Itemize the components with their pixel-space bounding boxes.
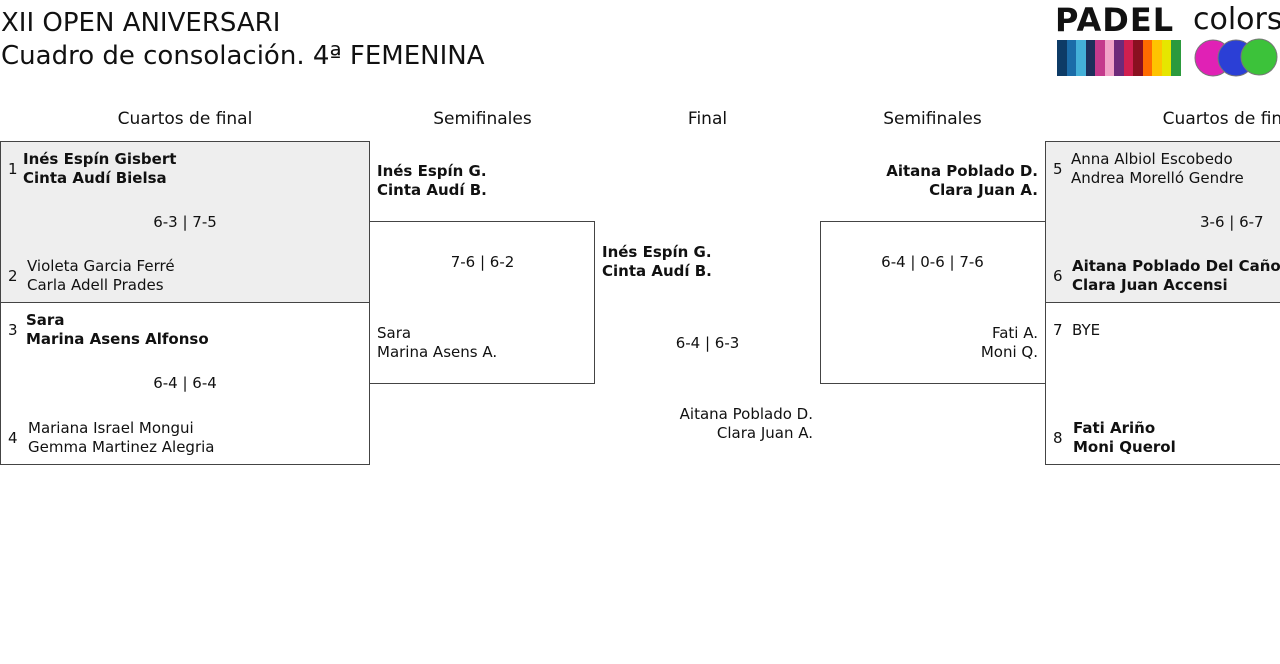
player-name: Fati A. [991, 324, 1038, 342]
match-left-qf-1: 1 Inés Espín Gisbert Cinta Audí Bielsa 6… [0, 141, 370, 303]
player-name: Mariana Israel Mongui [28, 419, 194, 437]
logo-word-colors: colors [1193, 2, 1280, 37]
match-score: 3-6 | 6-7 [1200, 213, 1264, 231]
player-name: Carla Adell Prades [27, 276, 164, 294]
player-name: Clara Juan A. [929, 181, 1038, 199]
player-name: Violeta Garcia Ferré [27, 257, 175, 275]
player-name: Gemma Martinez Alegria [28, 438, 215, 456]
seed-number: 1 [8, 160, 18, 178]
page-subtitle: Cuadro de consolación. 4ª FEMENINA [1, 41, 485, 71]
match-left-qf-2: 3 Sara Marina Asens Alfonso 6-4 | 6-4 4 … [0, 302, 370, 465]
logo-stripe [1076, 40, 1087, 76]
seed-number: 7 [1053, 321, 1063, 339]
logo-stripe [1142, 40, 1153, 76]
round-header-left-qf: Cuartos de final [117, 109, 253, 129]
logo-balls-icon [1194, 38, 1278, 77]
round-header-right-qf: Cuartos de final [1162, 109, 1280, 129]
player-name: Sara [26, 311, 65, 329]
player-name: BYE [1072, 321, 1101, 339]
round-header-right-sf: Semifinales [883, 109, 982, 129]
player-name: Cinta Audí B. [602, 262, 712, 280]
player-name: Sara [377, 324, 412, 342]
player-name: Anna Albiol Escobedo [1071, 150, 1233, 168]
seed-number: 8 [1053, 429, 1063, 447]
logo-stripe [1057, 40, 1068, 76]
logo-stripe [1161, 40, 1172, 76]
seed-number: 3 [8, 321, 18, 339]
page-title: XII OPEN ANIVERSARI [1, 8, 281, 38]
player-name: Cinta Audí B. [377, 181, 487, 199]
player-name: Andrea Morelló Gendre [1071, 169, 1244, 187]
player-name: Clara Juan Accensi [1072, 276, 1228, 294]
match-score: 6-4 | 0-6 | 7-6 [881, 253, 984, 271]
logo-stripe [1095, 40, 1106, 76]
match-score: 7-6 | 6-2 [450, 253, 515, 271]
seed-number: 4 [8, 429, 18, 447]
seed-number: 6 [1053, 267, 1063, 285]
logo-stripe [1066, 40, 1077, 76]
player-name: Moni Querol [1073, 438, 1176, 456]
match-score: 6-3 | 7-5 [153, 213, 217, 231]
logo-stripe [1114, 40, 1125, 76]
logo-stripe [1133, 40, 1144, 76]
seed-number: 5 [1053, 160, 1063, 178]
player-name: Marina Asens Alfonso [26, 330, 209, 348]
player-name: Inés Espín Gisbert [23, 150, 177, 168]
player-name: Aitana Poblado Del Caño [1072, 257, 1280, 275]
logo-stripe [1171, 40, 1182, 76]
player-name: Inés Espín G. [602, 243, 712, 261]
logo-stripe [1123, 40, 1134, 76]
player-name: Inés Espín G. [377, 162, 487, 180]
logo-stripe [1152, 40, 1163, 76]
player-name: Aitana Poblado D. [886, 162, 1038, 180]
round-header-final: Final [687, 109, 728, 129]
match-right-qf-2: 7 BYE 8 Fati Ariño Moni Querol [1045, 302, 1280, 465]
logo-stripe [1104, 40, 1115, 76]
player-name: Aitana Poblado D. [679, 405, 813, 423]
match-score: 6-4 | 6-3 [675, 334, 740, 352]
seed-number: 2 [8, 267, 18, 285]
round-header-left-sf: Semifinales [433, 109, 532, 129]
logo-stripe [1085, 40, 1096, 76]
logo-word-padel: PADEL [1055, 1, 1175, 39]
player-name: Clara Juan A. [716, 424, 813, 442]
left-sf-connector [369, 221, 595, 384]
player-name: Cinta Audí Bielsa [23, 169, 167, 187]
padel-colors-logo: PADEL colors [1055, 0, 1280, 80]
logo-stripes [1057, 40, 1182, 76]
match-right-qf-1: 5 Anna Albiol Escobedo Andrea Morelló Ge… [1045, 141, 1280, 303]
player-name: Fati Ariño [1073, 419, 1156, 437]
player-name: Marina Asens A. [377, 343, 498, 361]
player-name: Moni Q. [980, 343, 1038, 361]
match-score: 6-4 | 6-4 [153, 374, 217, 392]
